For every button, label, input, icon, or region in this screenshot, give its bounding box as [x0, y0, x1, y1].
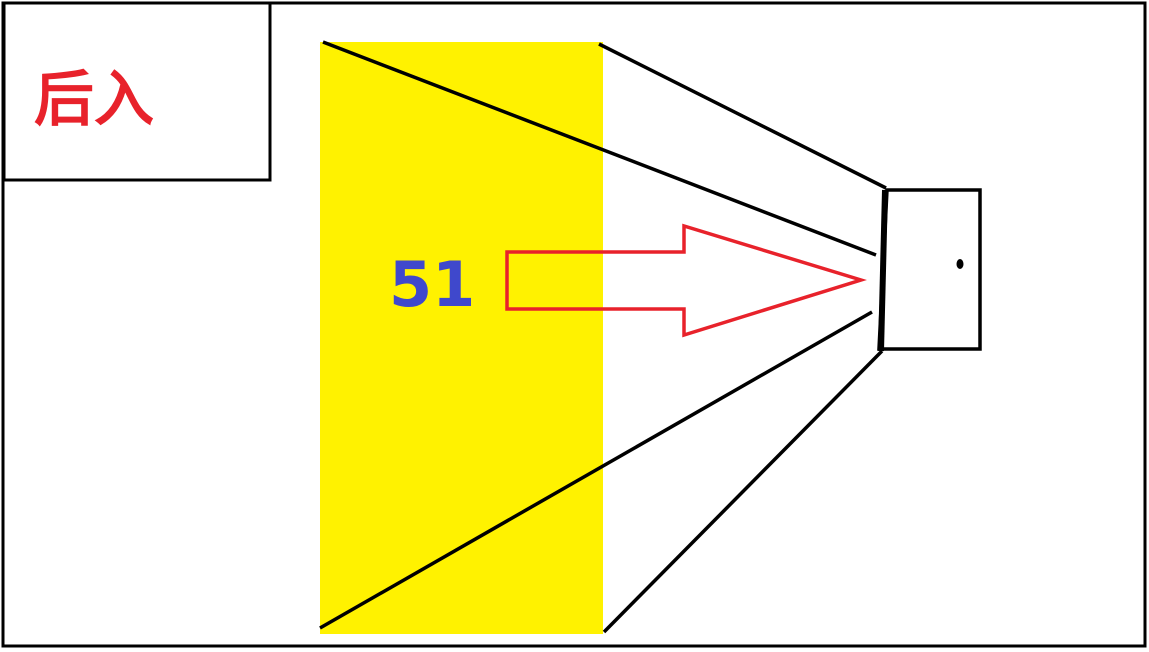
highlight-zone: [320, 42, 603, 634]
highlight-zone-value: 51: [389, 248, 475, 321]
upper-converging-line-right: [598, 42, 887, 190]
upper-converging-line-left: [322, 40, 877, 257]
lower-converging-line-right: [602, 349, 884, 634]
target-dot-icon: [956, 259, 964, 269]
lower-converging-line-left: [319, 310, 873, 630]
label-box: [2, 1, 272, 182]
direction-arrow-icon: [505, 223, 867, 338]
target-box: [877, 188, 982, 351]
target-box-left-edge: [878, 189, 888, 352]
label-box-text: 后入: [34, 65, 154, 135]
